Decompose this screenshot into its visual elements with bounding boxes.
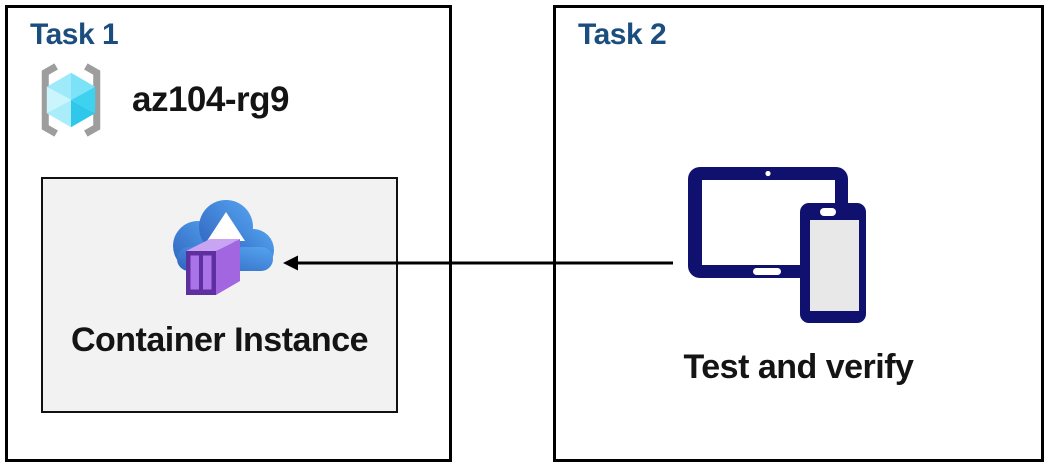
- resource-group-icon: [41, 63, 101, 137]
- resource-group-name: az104-rg9: [132, 80, 289, 119]
- phone-shape: [800, 203, 866, 323]
- task1-box: Task 1 az104-rg9: [5, 5, 452, 462]
- task2-title: Task 2: [578, 18, 667, 51]
- container-box-shape: [186, 239, 240, 295]
- container-instance-icon: [173, 200, 274, 295]
- test-verify-label: Test and verify: [683, 348, 914, 386]
- resource-group: az104-rg9: [32, 58, 289, 142]
- tablet-and-phone-icon: [688, 167, 866, 323]
- container-instance-label: Container Instance: [70, 321, 369, 359]
- left-arrow-connector: [283, 255, 673, 271]
- task1-title: Task 1: [30, 18, 119, 51]
- task2-box: Task 2 Test and verify: [553, 5, 1044, 462]
- container-instance-box: Container Instance: [41, 177, 398, 413]
